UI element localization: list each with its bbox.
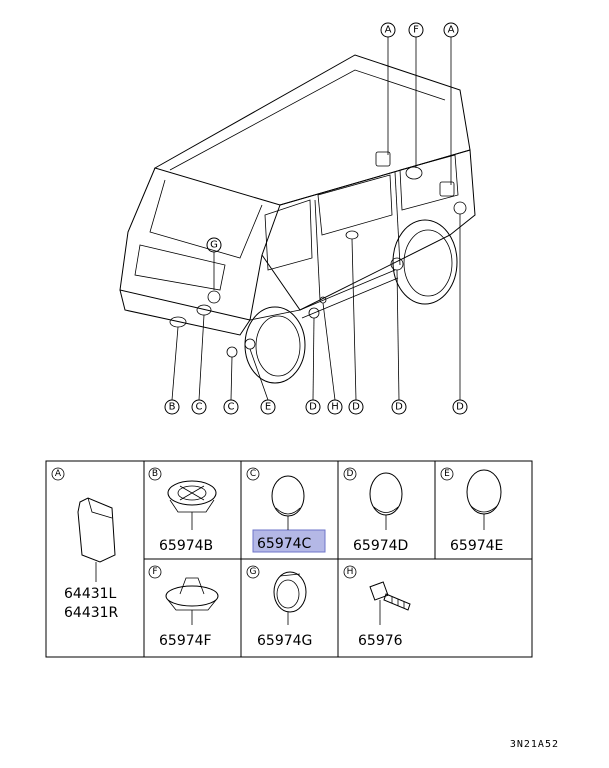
plug-part (226, 346, 238, 358)
svg-text:65974F: 65974F (159, 633, 212, 649)
svg-text:D: D (347, 469, 354, 479)
callout-A-top-left: A (380, 22, 396, 155)
grommet-icon (273, 571, 307, 613)
svg-text:B: B (152, 469, 158, 479)
plug-part (453, 201, 467, 215)
svg-text:A: A (55, 469, 62, 479)
plug-part (405, 166, 423, 180)
cell-G[interactable]: G 65974G (246, 565, 312, 649)
svg-text:D: D (309, 402, 317, 413)
svg-text:H: H (347, 567, 354, 577)
cell-D[interactable]: D 65974D (343, 467, 408, 554)
callout-leaders (171, 238, 400, 401)
svg-text:G: G (210, 240, 218, 251)
trim-block-icon (77, 497, 116, 563)
diagram-code: 3N21A52 (509, 739, 559, 750)
callout-F-top: F (408, 22, 424, 168)
svg-text:G: G (250, 567, 257, 577)
bolt-icon (369, 581, 389, 601)
plug-part (196, 304, 212, 316)
grommet-icon (167, 480, 217, 506)
trim-block-part (439, 181, 455, 197)
vehicle-illustration (119, 54, 476, 384)
plug-part (345, 230, 359, 240)
parts-grid (45, 460, 533, 658)
svg-text:64431R: 64431R (64, 605, 119, 621)
svg-text:65974B: 65974B (159, 538, 213, 554)
svg-text:C: C (250, 469, 256, 479)
svg-text:F: F (152, 567, 157, 577)
svg-text:E: E (444, 469, 450, 479)
trim-block-part (375, 151, 391, 167)
callouts-bottom: B C C E D H D D D (164, 399, 468, 415)
svg-text:C: C (228, 402, 235, 413)
svg-text:65974D: 65974D (353, 538, 408, 554)
plug-icon (271, 475, 305, 517)
svg-text:65974E: 65974E (450, 538, 503, 554)
callout-G-upper: G (206, 237, 222, 290)
highlight-65974C (252, 529, 326, 553)
svg-text:65974C: 65974C (257, 536, 312, 552)
svg-text:A: A (448, 25, 455, 36)
cell-B[interactable]: B 65974B (148, 467, 217, 554)
svg-text:B: B (169, 402, 176, 413)
svg-text:65976: 65976 (358, 633, 403, 649)
svg-text:64431L: 64431L (64, 586, 117, 602)
svg-text:D: D (352, 402, 360, 413)
callout-A-top-right: A (443, 22, 459, 185)
grommet-icon (165, 585, 219, 607)
cell-H[interactable]: H 65976 (343, 565, 411, 649)
plug-part (244, 338, 256, 350)
svg-text:E: E (265, 402, 271, 413)
cell-A[interactable]: A 64431L 64431R (51, 467, 119, 621)
cell-C[interactable]: C 65974C (246, 467, 312, 552)
cell-F[interactable]: F 65974F (148, 565, 219, 649)
svg-text:F: F (413, 25, 419, 36)
cell-E[interactable]: E 65974E (440, 467, 503, 554)
svg-text:D: D (395, 402, 403, 413)
svg-text:A: A (385, 25, 392, 36)
svg-text:C: C (196, 402, 203, 413)
plug-part (207, 290, 221, 304)
svg-text:D: D (456, 402, 464, 413)
svg-text:H: H (331, 402, 339, 413)
svg-text:65974G: 65974G (257, 633, 312, 649)
plug-icon (369, 472, 403, 516)
